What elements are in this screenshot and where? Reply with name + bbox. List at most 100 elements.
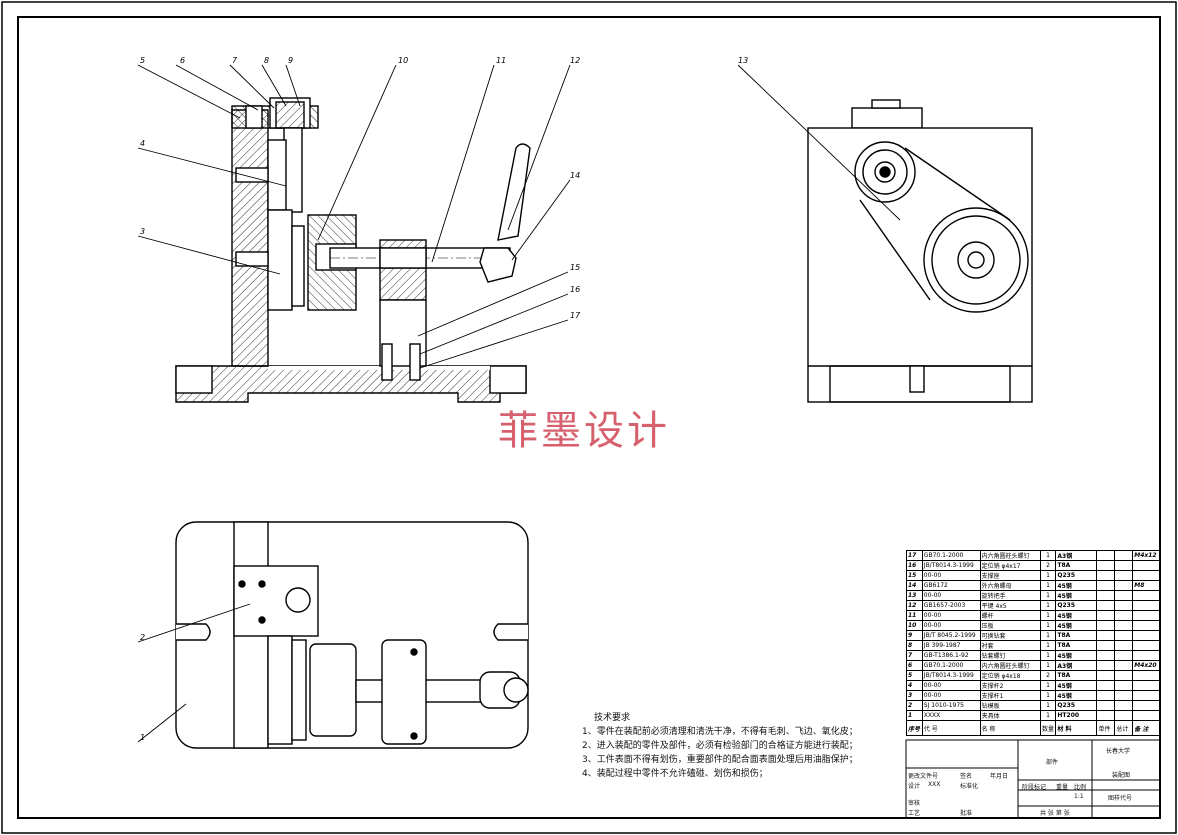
drawing-type: 装配图 [1112, 772, 1131, 779]
bom-cell-empty [1096, 550, 1116, 561]
bom-cell-note: M8 [1132, 580, 1160, 591]
scale-label: 比例 [1074, 784, 1087, 791]
bom-cell-note [1132, 690, 1160, 701]
bom-cell-empty [1114, 670, 1134, 681]
bom-cell-qty: 1 [1039, 680, 1057, 691]
bom-cell-name: 螺杆 [979, 610, 1041, 621]
bom-cell-no: 12 [906, 600, 923, 611]
bom-cell-code: XXXX [921, 710, 981, 721]
bom-cell-empty [1096, 630, 1116, 641]
bom-cell-empty [1114, 550, 1134, 561]
balloon-15: 15 [570, 263, 580, 272]
bom-cell-no: 11 [906, 610, 923, 621]
bom-cell-empty [1096, 590, 1116, 601]
balloon-labels: 5 6 7 8 9 10 11 12 13 4 3 14 15 16 17 2 … [140, 56, 748, 742]
bom-cell-code: 00-00 [921, 570, 981, 581]
weight-label: 重量 [1056, 784, 1069, 791]
bom-cell-qty: 1 [1039, 650, 1057, 661]
bom-cell-material: 45钢 [1055, 590, 1098, 601]
front-section-view [175, 97, 531, 403]
standardize-label: 标准化 [960, 783, 979, 790]
bom-cell-qty: 1 [1039, 550, 1057, 561]
bom-cell-name: 定位销 φ4x18 [979, 670, 1041, 681]
bom-cell-empty [1114, 560, 1134, 571]
bom-cell-material: T8A [1055, 640, 1098, 651]
bom-cell-qty: 1 [1039, 660, 1057, 671]
balloon-4: 4 [140, 139, 145, 148]
bom-cell-code: 00-00 [921, 680, 981, 691]
bom-cell-code: 00-00 [921, 690, 981, 701]
bom-cell-no: 5 [906, 670, 923, 681]
bom-cell-note [1132, 640, 1160, 651]
bom-cell-material: T8A [1055, 630, 1098, 641]
bom-cell-name: 支撑杆2 [979, 680, 1041, 691]
bom-cell-name: 衬套 [979, 640, 1041, 651]
bom-cell-no: 8 [906, 640, 923, 651]
bom-cell-empty [1096, 680, 1116, 691]
bom-cell-note [1132, 650, 1160, 661]
tech-item: 4、装配过程中零件不允许磕碰、划伤和损伤； [582, 769, 768, 779]
bom-cell-note: M4x12 [1132, 550, 1160, 561]
bom-cell-material: T8A [1055, 560, 1098, 571]
stage-mark-label: 阶段标记 [1022, 784, 1047, 791]
bom-cell-code: 00-00 [921, 620, 981, 631]
bom-cell-material: A3钢 [1055, 660, 1098, 671]
bom-cell-empty [1114, 590, 1134, 601]
bom-cell-no: 3 [906, 690, 923, 701]
bom-cell-name: 旋转把手 [979, 590, 1041, 601]
bom-cell-empty [1114, 710, 1134, 721]
drawing-no-label: 图样代号 [1108, 795, 1133, 802]
bom-header-no: 序号 [906, 720, 923, 736]
bom-cell-no: 9 [906, 630, 923, 641]
bom-cell-no: 15 [906, 570, 923, 581]
bom-cell-empty [1096, 600, 1116, 611]
bom-cell-empty [1114, 680, 1134, 691]
bom-cell-empty [1114, 640, 1134, 651]
bom-cell-empty [1096, 580, 1116, 591]
bom-cell-qty: 2 [1039, 670, 1057, 681]
bom-cell-material: Q235 [1055, 600, 1098, 611]
bom-cell-empty [1096, 660, 1116, 671]
bom-cell-material: 45钢 [1055, 580, 1098, 591]
bom-cell-qty: 1 [1039, 620, 1057, 631]
bom-cell-no: 16 [906, 560, 923, 571]
bom-cell-name: 内六角圆柱头螺钉 [979, 550, 1041, 561]
bom-cell-qty: 1 [1039, 610, 1057, 621]
balloon-14: 14 [570, 171, 580, 180]
bom-cell-qty: 1 [1039, 570, 1057, 581]
bom-cell-name: 内六角圆柱头螺钉 [979, 660, 1041, 671]
bom-cell-material: 45钢 [1055, 610, 1098, 621]
bom-cell-note [1132, 680, 1160, 691]
bom-cell-code: JB/T8014.3-1999 [921, 560, 981, 571]
balloon-12: 12 [570, 56, 580, 65]
bom-cell-name: 夹具体 [979, 710, 1041, 721]
process-label: 工艺 [908, 810, 921, 817]
sign-label: 签名 [960, 773, 973, 780]
date-label: 年月日 [990, 773, 1009, 780]
bom-cell-code: GB1657-2003 [921, 600, 981, 611]
part-name: 部件 [1046, 759, 1059, 766]
balloon-1: 1 [140, 733, 145, 742]
bom-header-total: 总计 [1114, 720, 1134, 736]
bom-cell-material: A3钢 [1055, 550, 1098, 561]
bom-cell-name: 压板 [979, 620, 1041, 631]
bom-cell-no: 6 [906, 660, 923, 671]
balloon-13: 13 [738, 56, 748, 65]
bom-cell-material: 45钢 [1055, 680, 1098, 691]
scale-value: 1:1 [1074, 793, 1084, 800]
bom-cell-note [1132, 620, 1160, 631]
title-block-frame [905, 739, 1161, 819]
design-label: 设计 [908, 783, 921, 790]
